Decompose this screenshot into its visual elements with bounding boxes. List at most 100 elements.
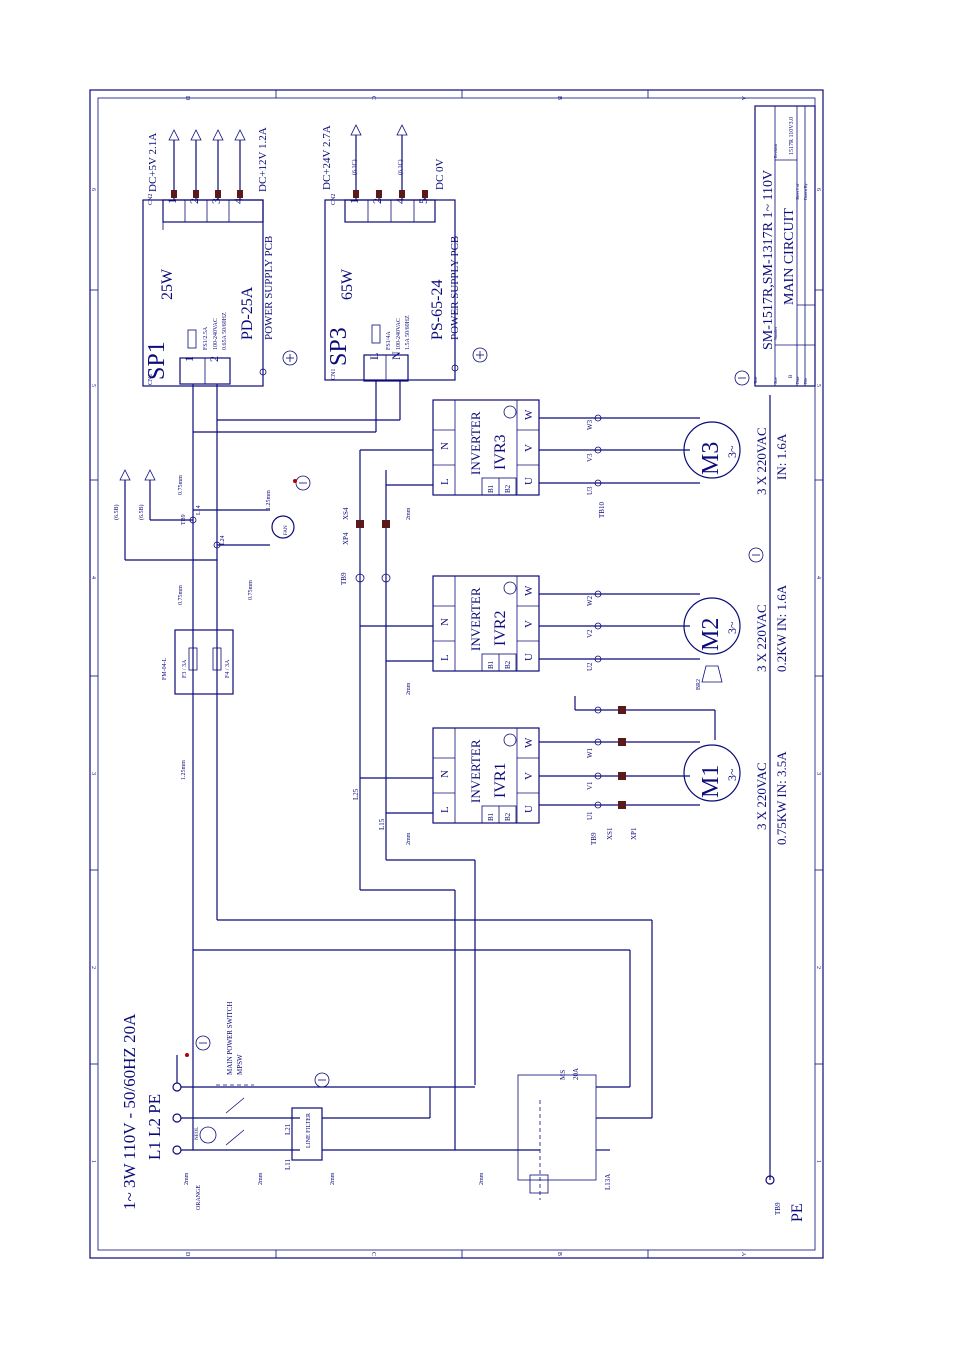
fan-ground-icon bbox=[295, 475, 311, 491]
fan-circuit: (6.5B) (6.5B) FAN TB9 L14 L24 0.75mm 0.7… bbox=[113, 381, 401, 1150]
outer-frame bbox=[89, 89, 824, 1259]
m2-u-label: U2 bbox=[586, 662, 594, 671]
ivr3-id: IVR3 bbox=[492, 434, 509, 470]
terminal-pe bbox=[172, 1082, 182, 1092]
frame-ticks bbox=[90, 90, 823, 1258]
motor-m3-icon bbox=[683, 421, 741, 479]
supply-phase-label: L1 L2 PE bbox=[145, 1094, 164, 1160]
wire-gauge-075-b: 0.75mm bbox=[178, 585, 184, 605]
inverter-ivr3: INVERTER IVR3 L N U V W B1 B2 bbox=[432, 399, 540, 496]
sp3-cn2-pin2: 2 bbox=[370, 198, 384, 204]
l13a-label: L13A bbox=[604, 1174, 612, 1190]
xp4-connector-b bbox=[382, 520, 390, 528]
ivr1-pin-b2: B2 bbox=[504, 812, 512, 821]
inner-frame bbox=[97, 97, 816, 1251]
m2-spec-voltage: 3 X 220VAC bbox=[754, 604, 769, 672]
sp1-fuse: FS1/2.5A bbox=[203, 326, 209, 350]
zone-d-bottom: D bbox=[184, 1252, 190, 1257]
ivr1-pin-w: W bbox=[523, 737, 535, 748]
size-value: B bbox=[789, 374, 794, 378]
sp1-ground-icon bbox=[282, 350, 298, 366]
sp1-connector-1 bbox=[171, 190, 177, 198]
m2-phase: 3~ bbox=[725, 621, 739, 634]
ivr3-type: INVERTER bbox=[468, 411, 483, 475]
sp3-cn2-pin4: 4 bbox=[393, 198, 407, 204]
m2-spec-current: 0.2KW IN: 1.6A bbox=[774, 584, 789, 672]
m3-u-label: U3 bbox=[586, 486, 594, 495]
zone-3-left: 3 bbox=[90, 772, 96, 775]
sp3-connector-1 bbox=[353, 190, 359, 198]
zone-2-right: 2 bbox=[815, 966, 821, 969]
sp3-power: 65W bbox=[339, 268, 356, 300]
m2-w-label: W2 bbox=[586, 595, 594, 606]
sp3-cn1-pin-n: N bbox=[389, 351, 403, 360]
ivr2-ground-icon bbox=[503, 581, 517, 595]
sp3-ref-2: (6.1C) bbox=[397, 160, 404, 176]
zone-a-top: A bbox=[740, 96, 746, 101]
fan-ref-2: (6.5B) bbox=[138, 505, 145, 521]
ms-contactor bbox=[517, 1074, 597, 1181]
sp1-cn2-pin2: 2 bbox=[187, 198, 201, 204]
ivr3-pin-b2: B2 bbox=[504, 484, 512, 493]
main-switch-id: MPSW bbox=[236, 1054, 244, 1075]
line-filter bbox=[291, 1107, 323, 1161]
zone-b-bottom: B bbox=[556, 1252, 562, 1256]
ivr1-id: IVR1 bbox=[492, 762, 509, 798]
sp3-connector-2 bbox=[376, 190, 382, 198]
wire-gauge-2mm-supply-c: 2mm bbox=[330, 1172, 336, 1185]
tb9-inverter-label: TB9 bbox=[340, 572, 348, 585]
ivr1-type: INVERTER bbox=[468, 739, 483, 803]
m3-ground-icon bbox=[734, 370, 750, 386]
ivr3-pin-u: U bbox=[523, 477, 535, 485]
ivr2-pin-b1: B1 bbox=[487, 660, 495, 669]
zone-a-bottom: A bbox=[740, 1252, 746, 1257]
file-label: File bbox=[803, 378, 808, 384]
line-l11: L11 bbox=[284, 1158, 292, 1170]
motor-m2: M2 3~ 3 X 220VAC 0.2KW IN: 1.6A U2 V2 W2… bbox=[539, 547, 789, 690]
wire-gauge-2mm-a: 2mm bbox=[406, 507, 412, 520]
fuse-f4 bbox=[212, 647, 222, 671]
zone-6-right: 6 bbox=[815, 188, 821, 191]
title-block: Title Size Number Revision B Date File S… bbox=[753, 105, 816, 387]
m2-ground-icon bbox=[748, 547, 764, 563]
ms-label: MS bbox=[559, 1070, 567, 1080]
wire-gauge-2mm-c: 2mm bbox=[406, 832, 412, 845]
m1-w-label: W1 bbox=[586, 747, 594, 758]
wire-gauge-2mm-b: 2mm bbox=[406, 682, 412, 695]
sp1-cn2-pin3: 3 bbox=[209, 198, 223, 204]
sp3-cn2-pin1: 1 bbox=[347, 198, 361, 204]
ivr3-pin-n: N bbox=[439, 442, 451, 450]
drawing-title: SM-1517R,SM-1317R 1~ 110V bbox=[761, 170, 776, 350]
sp1-output-12v: DC+12V 1.2A bbox=[257, 127, 269, 192]
fan-l24: L24 bbox=[220, 535, 226, 545]
inverter-feed-wiring: XP4 XS4 TB9 L25 L15 2mm 2mm 2mm bbox=[340, 449, 476, 1150]
title-label: Title bbox=[753, 376, 758, 384]
zone-2-left: 2 bbox=[90, 966, 96, 969]
xp4-label: XP4 bbox=[342, 532, 350, 545]
sp3-fuse: FS1/4A bbox=[386, 331, 392, 350]
m3-spec-voltage: 3 X 220VAC bbox=[754, 427, 769, 495]
ivr2-pin-u: U bbox=[523, 653, 535, 661]
sp3-ground-icon bbox=[472, 347, 488, 363]
sp1-power: 25W bbox=[159, 268, 176, 300]
zone-1-left: 1 bbox=[90, 1160, 96, 1163]
size-label: Size bbox=[773, 377, 778, 384]
m1-v-label: V1 bbox=[586, 781, 594, 790]
m1-spec-current: 0.75KW IN: 3.5A bbox=[774, 751, 789, 845]
ms-coil bbox=[529, 1174, 549, 1194]
neon-lamp-icon bbox=[199, 1126, 217, 1144]
sp3-cn2-pin5: 5 bbox=[416, 198, 430, 204]
wire-gauge-125-fan: 1.25mm bbox=[266, 490, 272, 510]
ivr2-pin-w: W bbox=[523, 585, 535, 596]
sp3-ref-1: (6.1C) bbox=[351, 160, 358, 176]
m2-brake-label: BR2 bbox=[696, 679, 702, 690]
date-label: Date bbox=[795, 376, 800, 384]
number-label: Number bbox=[773, 326, 778, 340]
sheet-value: Sheet 1 of bbox=[795, 183, 800, 200]
zone-b-top: B bbox=[556, 96, 562, 100]
fuse-f4-label: F4 / 3A bbox=[225, 659, 231, 678]
sp3-output-24v: DC+24V 2.7A bbox=[321, 125, 333, 190]
zone-5-right: 5 bbox=[815, 384, 821, 387]
ivr3-pin-l: L bbox=[439, 478, 451, 485]
